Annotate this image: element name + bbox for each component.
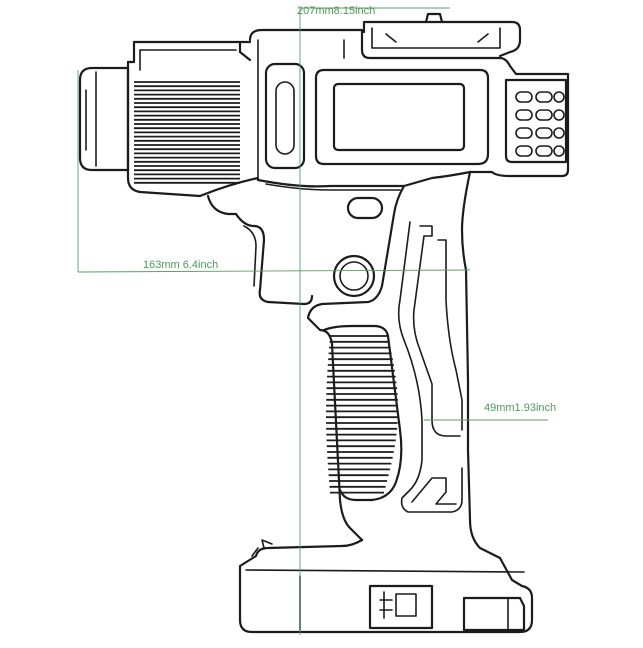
lock-button — [346, 196, 384, 220]
vent-slot — [535, 109, 553, 121]
nozzle — [78, 66, 130, 172]
vent-slot — [553, 127, 565, 139]
motor-housing — [248, 28, 570, 191]
display-frame — [314, 68, 490, 166]
height-label: 163mm 6.4inch — [143, 259, 218, 271]
battery-slot — [462, 596, 526, 632]
trigger-button — [332, 254, 376, 298]
vent-slot — [515, 91, 533, 103]
vent-slot — [515, 127, 533, 139]
barrel-vent-ribs — [134, 81, 240, 184]
vent-slot — [553, 145, 565, 157]
vent-slot — [535, 127, 553, 139]
vent-slot — [535, 145, 553, 157]
side-panel — [264, 62, 306, 170]
length-label: 207mm8.15inch — [297, 5, 375, 17]
vent-slot — [535, 91, 553, 103]
vent-slot — [515, 145, 533, 157]
dimension-lines — [77, 7, 548, 635]
dimension-labels: 207mm8.15inch 163mm 6.4inch 49mm1.93inch — [143, 5, 556, 414]
battery-base — [238, 538, 534, 634]
release-latch — [368, 584, 434, 630]
grip-ribs — [326, 335, 399, 494]
rear-vent-grille — [504, 78, 568, 164]
vent-slot — [515, 109, 533, 121]
top-cap — [362, 12, 522, 58]
grip-width-label: 49mm1.93inch — [484, 402, 556, 414]
trigger-guard — [234, 196, 384, 306]
vent-slot — [553, 91, 565, 103]
barrel — [126, 40, 260, 216]
handle — [306, 170, 502, 560]
vent-slot — [553, 109, 565, 121]
